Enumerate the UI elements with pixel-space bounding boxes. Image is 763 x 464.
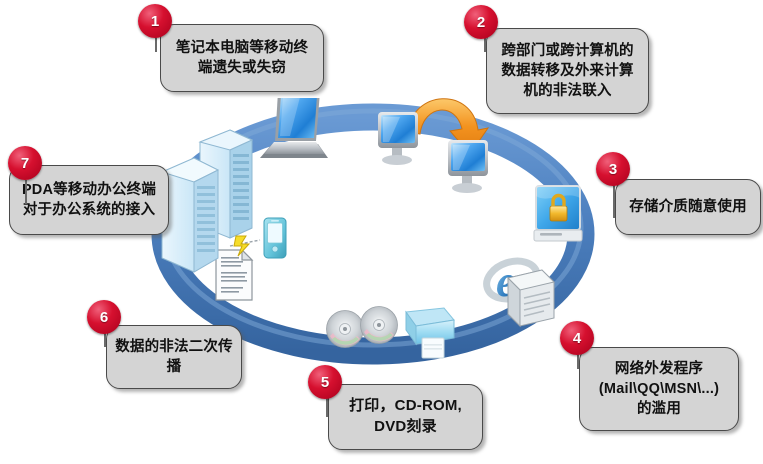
stem-1 — [155, 30, 157, 52]
callout-badge-3[interactable]: 3 — [596, 152, 630, 186]
callout-box-3[interactable]: 存储介质随意使用 — [615, 179, 761, 235]
callout-badge-5[interactable]: 5 — [308, 365, 342, 399]
badge-number-1: 1 — [150, 12, 160, 30]
badge-number-3: 3 — [608, 160, 618, 178]
callout-text-3: 存储介质随意使用 — [629, 199, 747, 215]
badge-number-6: 6 — [99, 308, 109, 326]
badge-number-2: 2 — [476, 13, 486, 31]
callout-box-6[interactable]: 数据的非法二次传 播 — [106, 325, 242, 389]
stem-2 — [484, 32, 486, 52]
callout-badge-4[interactable]: 4 — [560, 321, 594, 355]
badge-number-5: 5 — [320, 373, 330, 391]
stem-3 — [613, 178, 615, 218]
badge-number-7: 7 — [20, 154, 30, 172]
callout-badge-2[interactable]: 2 — [464, 5, 498, 39]
callout-text-4: 网络外发程序 (Mail\QQ\MSN\...) 的滥用 — [598, 361, 720, 417]
callout-text-5: 打印，CD-ROM, DVD刻录 — [349, 397, 462, 435]
svg-text:e: e — [496, 257, 516, 306]
callout-box-5[interactable]: 打印，CD-ROM, DVD刻录 — [328, 384, 483, 450]
callout-badge-6[interactable]: 6 — [87, 300, 121, 334]
callout-box-1[interactable]: 笔记本电脑等移动终 端遗失或失窃 — [160, 24, 324, 92]
stem-7 — [25, 180, 27, 204]
callout-text-6: 数据的非法二次传 播 — [115, 339, 233, 375]
callout-text-2: 跨部门或跨计算机的 数据转移及外来计算 机的非法联入 — [501, 43, 634, 99]
callout-badge-1[interactable]: 1 — [138, 4, 172, 38]
callout-box-4[interactable]: 网络外发程序 (Mail\QQ\MSN\...) 的滥用 — [579, 347, 739, 431]
callout-text-7: PDA等移动办公终端 对于办公系统的接入 — [21, 182, 157, 218]
callout-box-2[interactable]: 跨部门或跨计算机的 数据转移及外来计算 机的非法联入 — [486, 28, 649, 114]
stem-5 — [326, 397, 328, 417]
badge-number-4: 4 — [572, 329, 582, 347]
callout-box-7[interactable]: PDA等移动办公终端 对于办公系统的接入 — [9, 165, 169, 235]
callout-badge-7[interactable]: 7 — [8, 146, 42, 180]
stem-6 — [104, 325, 106, 347]
callout-text-1: 笔记本电脑等移动终 端遗失或失窃 — [175, 40, 309, 76]
